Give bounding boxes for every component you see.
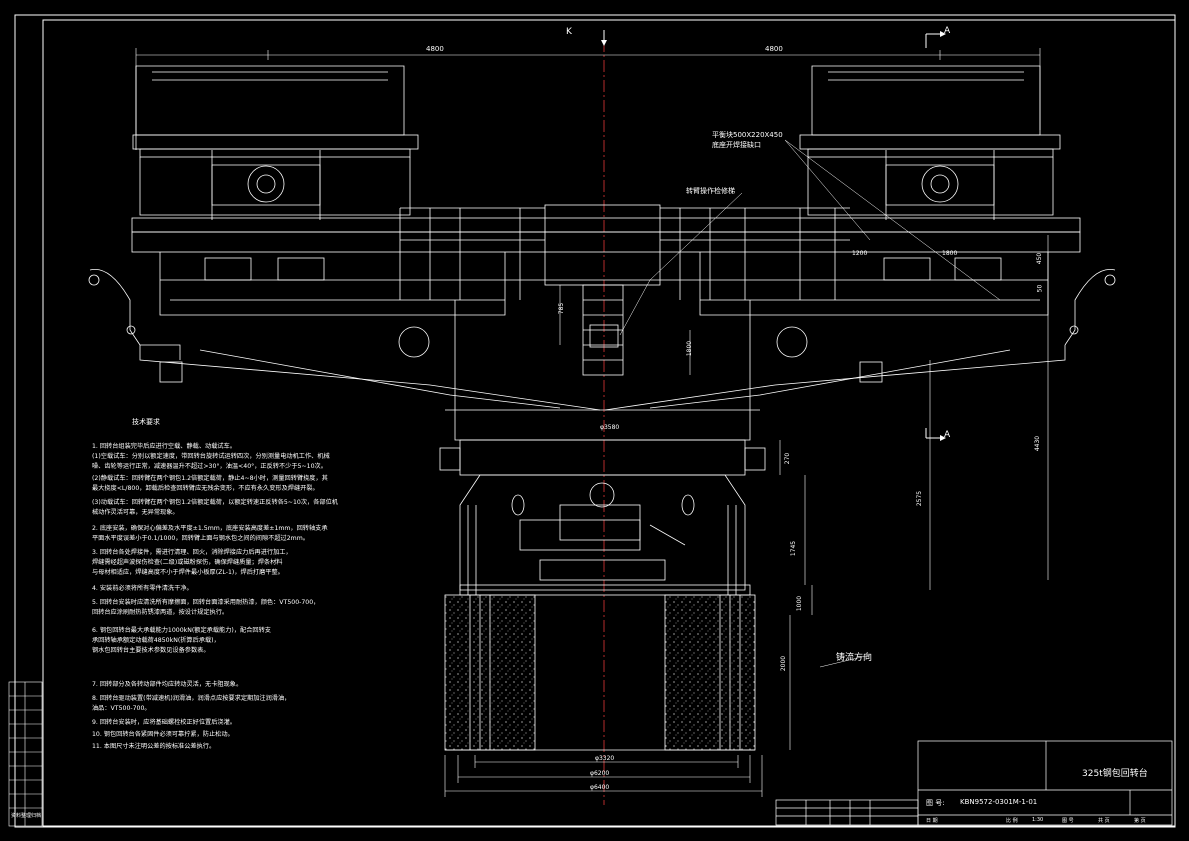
note-line: 承回转轴承额定动载荷4850kN(折算后承载)， bbox=[92, 637, 220, 644]
note-line: 平面水平度误差小于0.1/1000，回转臂上面与钢水包之间的间隙不超过2mm。 bbox=[92, 535, 309, 542]
dim-3320: φ3320 bbox=[595, 755, 615, 762]
drawing-number-label: 图 号: bbox=[926, 799, 945, 807]
dim-450: 450 bbox=[1036, 252, 1044, 265]
note-line: 11. 本图尺寸未注明公差的按标准公差执行。 bbox=[92, 743, 216, 750]
left-ladle bbox=[132, 65, 419, 220]
title-small-label: 第 页 bbox=[1134, 818, 1146, 824]
drawing-title: 325t钢包回转台 bbox=[1082, 769, 1148, 779]
note-line: 噪、齿轮等运行正常，减速器温升不超过>30°，油温<40°，正反转不少于5~10… bbox=[92, 463, 327, 470]
title-small-label: 共 页 bbox=[1098, 818, 1110, 824]
note-line: 最大挠度<L/800，卸载后检查回转臂应无残余变形，不应有永久变形及焊缝开裂。 bbox=[92, 485, 319, 492]
dim-1745: 1745 bbox=[790, 540, 798, 557]
note-line: 8. 回转台驱动装置(带减速机)润滑油，润滑点应按要求定期加注润滑油， bbox=[92, 695, 291, 702]
dim-6200: φ6200 bbox=[590, 770, 610, 777]
note-line: (2)静载试车：回转臂在两个钢包1.2倍额定载荷，静止4~8小时，测量回转臂挠度… bbox=[92, 475, 328, 482]
title-block bbox=[775, 740, 1173, 826]
sheet-inner-border bbox=[42, 19, 1176, 827]
callout-ladder: 转臂操作检修梯 bbox=[686, 187, 735, 195]
note-line: 1. 回转台组装完毕后应进行空载、静载、动载试车。 bbox=[92, 443, 236, 450]
note-line: 7. 回转部分及各转动部件均应转动灵活，无卡阻现象。 bbox=[92, 681, 243, 688]
note-line: 回转台应涂刷耐热防锈漆两道，按设计规定执行。 bbox=[92, 609, 229, 616]
drawing-number: KBN9572-0301M-1-01 bbox=[960, 798, 1038, 806]
callout-casting-direction: 铸流方向 bbox=[836, 653, 873, 663]
leaders bbox=[619, 139, 1001, 668]
dim-50: 50 bbox=[1036, 284, 1044, 293]
title-small-label: 图 号 bbox=[1062, 818, 1074, 824]
section-label-a-mid: A bbox=[944, 430, 951, 440]
callout-counterweight-note: 底座开焊接缺口 bbox=[712, 141, 761, 149]
note-line: 4. 安装前必须将所有零件清洗干净。 bbox=[92, 585, 193, 592]
turret-arms bbox=[88, 204, 1116, 600]
note-line: 6. 钢包回转台最大承载能力1000kN(额定承载能力)，配合回转支 bbox=[92, 627, 271, 634]
note-line: 钢水包回转台主要技术参数见设备参数表。 bbox=[92, 647, 210, 654]
dim-1200: 1200 bbox=[852, 250, 868, 257]
right-dimensions bbox=[559, 235, 1049, 750]
note-line: (1)空载试车：分别以额定速度，带回转台旋转试运转四次，分别测量电动机工作、机械 bbox=[92, 453, 330, 460]
callout-counterweight: 平衡块500X220X450 bbox=[712, 131, 783, 139]
note-line: 焊缝需经超声波探伤检查(二级)或磁粉探伤，确保焊缝质量；焊条材料 bbox=[92, 559, 283, 566]
note-line: 2. 底座安装，确保对心偏差及水平度±1.5mm，底座安装高度差±1mm，回转轴… bbox=[92, 525, 328, 532]
dim-top-left: 4800 bbox=[426, 45, 444, 53]
bottom-dimensions bbox=[444, 755, 763, 797]
dim-top-right: 4800 bbox=[765, 45, 783, 53]
note-line: 5. 回转台安装时应清洗所有摩擦面，回转台面漆采用耐热漆，颜色：VT500-70… bbox=[92, 599, 320, 606]
foundation bbox=[444, 584, 756, 751]
dim-1800: 1800 bbox=[686, 340, 694, 357]
dim-785: 785 bbox=[558, 302, 566, 315]
note-line: 械动作灵活可靠，无异常现象。 bbox=[92, 509, 179, 516]
section-label-a-top: A bbox=[944, 26, 951, 36]
dim-3580: φ3580 bbox=[600, 424, 620, 431]
note-line: 9. 回转台安装时，应将基础螺栓校正好位置后浇灌。 bbox=[92, 719, 236, 726]
right-ladle bbox=[799, 65, 1061, 220]
note-line: 3. 回转台各处焊接件，需进行清理、回火，消除焊接应力后再进行加工， bbox=[92, 549, 292, 556]
dim-1800-right: 1800 bbox=[942, 250, 958, 257]
note-line: (3)动载试车：回转臂在两个钢包1.2倍额定载荷，以额定转速正反转各5~10次，… bbox=[92, 499, 338, 506]
notes-title: 技术要求 bbox=[132, 418, 160, 426]
note-line: 油品：VT500-700。 bbox=[92, 705, 151, 712]
dim-270: 270 bbox=[784, 452, 792, 465]
note-line: 与母材相适应，焊缝高度不小于焊件最小板厚(ZL-1)，焊后打磨平整。 bbox=[92, 569, 284, 576]
section-label-k: K bbox=[566, 27, 572, 37]
dim-1000: 1000 bbox=[796, 595, 804, 612]
dim-2575: 2575 bbox=[916, 490, 924, 507]
dim-2000: 2000 bbox=[780, 655, 788, 672]
side-stamp-table bbox=[8, 681, 43, 827]
dim-4430: 4430 bbox=[1034, 435, 1042, 452]
side-stamp: 资料整理归档 bbox=[11, 813, 42, 819]
title-small-label: 比 例 bbox=[1006, 818, 1018, 824]
note-line: 10. 钢包回转台各紧固件必须可靠拧紧，防止松动。 bbox=[92, 731, 234, 738]
title-small-label: 1:30 bbox=[1032, 817, 1044, 823]
dim-6400: φ6400 bbox=[590, 784, 610, 791]
title-small-label: 日 期 bbox=[926, 818, 938, 824]
